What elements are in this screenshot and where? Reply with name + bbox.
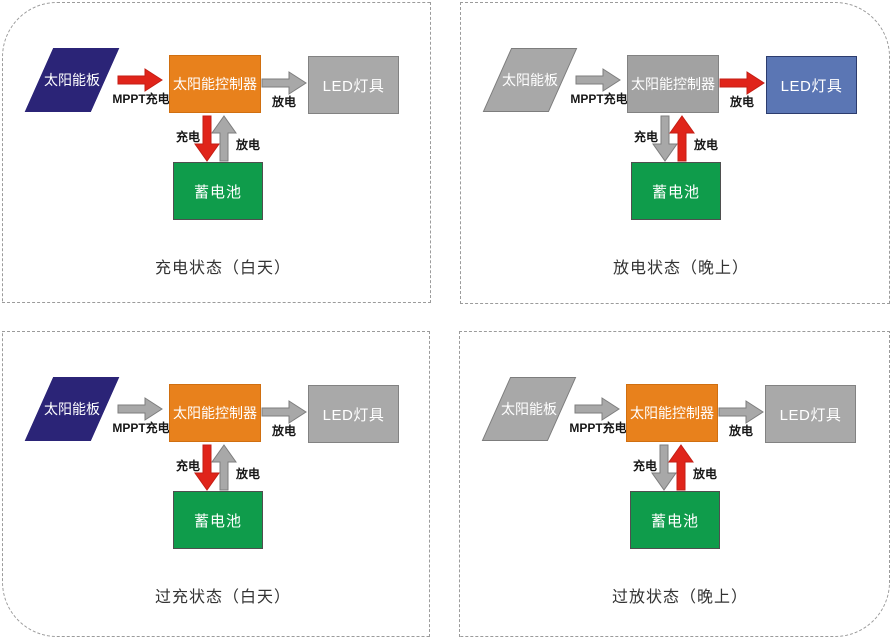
panel-caption: 充电状态（白天） xyxy=(154,260,291,277)
mppt-charge-label: MPPT充电 xyxy=(570,92,628,106)
controller-label: 太阳能控制器 xyxy=(631,76,715,92)
led-box: LED灯具 xyxy=(308,385,399,443)
discharge-arrow-icon xyxy=(719,71,765,95)
discharge-label: 放电 xyxy=(729,95,754,109)
led-label: LED灯具 xyxy=(322,406,385,424)
charge-down-arrow-icon xyxy=(652,115,678,162)
panel-caption: 过放状态（晚上） xyxy=(611,589,748,606)
discharge-up-label: 放电 xyxy=(236,138,261,152)
battery-label: 蓄电池 xyxy=(650,512,699,530)
charge-label: 充电 xyxy=(175,130,200,144)
battery-label: 蓄电池 xyxy=(651,183,700,201)
solar-panel-label: 太阳能板 xyxy=(44,401,100,417)
panel-discharging-night: 太阳能板 MPPT充电 太阳能控制器 放电 LED灯具 充电 放电 蓄电池 放电… xyxy=(460,2,890,304)
panel-caption: 过充状态（白天） xyxy=(154,589,291,606)
led-box: LED灯具 xyxy=(766,56,857,114)
controller-box: 太阳能控制器 xyxy=(627,55,719,113)
solar-panel-label: 太阳能板 xyxy=(502,72,558,88)
battery-label: 蓄电池 xyxy=(193,183,242,201)
led-label: LED灯具 xyxy=(780,77,843,95)
panel-overdischarge-night: 太阳能板 MPPT充电 太阳能控制器 放电 LED灯具 充电 放电 蓄电池 过放… xyxy=(459,331,890,637)
charge-down-arrow-icon xyxy=(194,444,220,491)
panel-charging-day: 太阳能板 MPPT充电 太阳能控制器 放电 LED灯具 充电 放电 蓄电池 充电… xyxy=(2,2,431,303)
controller-box: 太阳能控制器 xyxy=(169,55,261,113)
discharge-up-arrow-icon xyxy=(211,444,237,491)
mppt-charge-label: MPPT充电 xyxy=(112,92,170,106)
discharge-up-arrow-icon xyxy=(669,115,695,162)
discharge-arrow-icon xyxy=(261,71,307,95)
controller-label: 太阳能控制器 xyxy=(173,76,257,92)
mppt-charge-arrow-icon xyxy=(574,397,620,421)
battery-label: 蓄电池 xyxy=(193,512,242,530)
controller-box: 太阳能控制器 xyxy=(169,384,261,442)
panel-caption: 放电状态（晚上） xyxy=(612,260,749,277)
charge-label: 充电 xyxy=(175,459,200,473)
battery-box: 蓄电池 xyxy=(173,162,263,220)
discharge-up-arrow-icon xyxy=(211,115,237,162)
solar-panel-label: 太阳能板 xyxy=(44,72,100,88)
controller-box: 太阳能控制器 xyxy=(626,384,718,442)
discharge-up-label: 放电 xyxy=(693,467,718,481)
discharge-up-label: 放电 xyxy=(694,138,719,152)
discharge-arrow-icon xyxy=(718,400,764,424)
battery-box: 蓄电池 xyxy=(630,491,720,549)
mppt-charge-arrow-icon xyxy=(575,68,621,92)
discharge-up-label: 放电 xyxy=(236,467,261,481)
led-label: LED灯具 xyxy=(322,77,385,95)
charge-down-arrow-icon xyxy=(651,444,677,491)
charge-label: 充电 xyxy=(632,459,657,473)
discharge-up-arrow-icon xyxy=(668,444,694,491)
charge-label: 充电 xyxy=(633,130,658,144)
battery-box: 蓄电池 xyxy=(173,491,263,549)
charge-down-arrow-icon xyxy=(194,115,220,162)
led-box: LED灯具 xyxy=(308,56,399,114)
mppt-charge-label: MPPT充电 xyxy=(569,421,627,435)
discharge-arrow-icon xyxy=(261,400,307,424)
mppt-charge-label: MPPT充电 xyxy=(112,421,170,435)
discharge-label: 放电 xyxy=(271,424,296,438)
battery-box: 蓄电池 xyxy=(631,162,721,220)
led-box: LED灯具 xyxy=(765,385,856,443)
panel-overcharge-day: 太阳能板 MPPT充电 太阳能控制器 放电 LED灯具 充电 放电 蓄电池 过充… xyxy=(2,331,430,637)
discharge-label: 放电 xyxy=(271,95,296,109)
discharge-label: 放电 xyxy=(728,424,753,438)
solar-panel-label: 太阳能板 xyxy=(501,401,557,417)
mppt-charge-arrow-icon xyxy=(117,68,163,92)
controller-label: 太阳能控制器 xyxy=(630,405,714,421)
mppt-charge-arrow-icon xyxy=(117,397,163,421)
led-label: LED灯具 xyxy=(779,406,842,424)
controller-label: 太阳能控制器 xyxy=(173,405,257,421)
